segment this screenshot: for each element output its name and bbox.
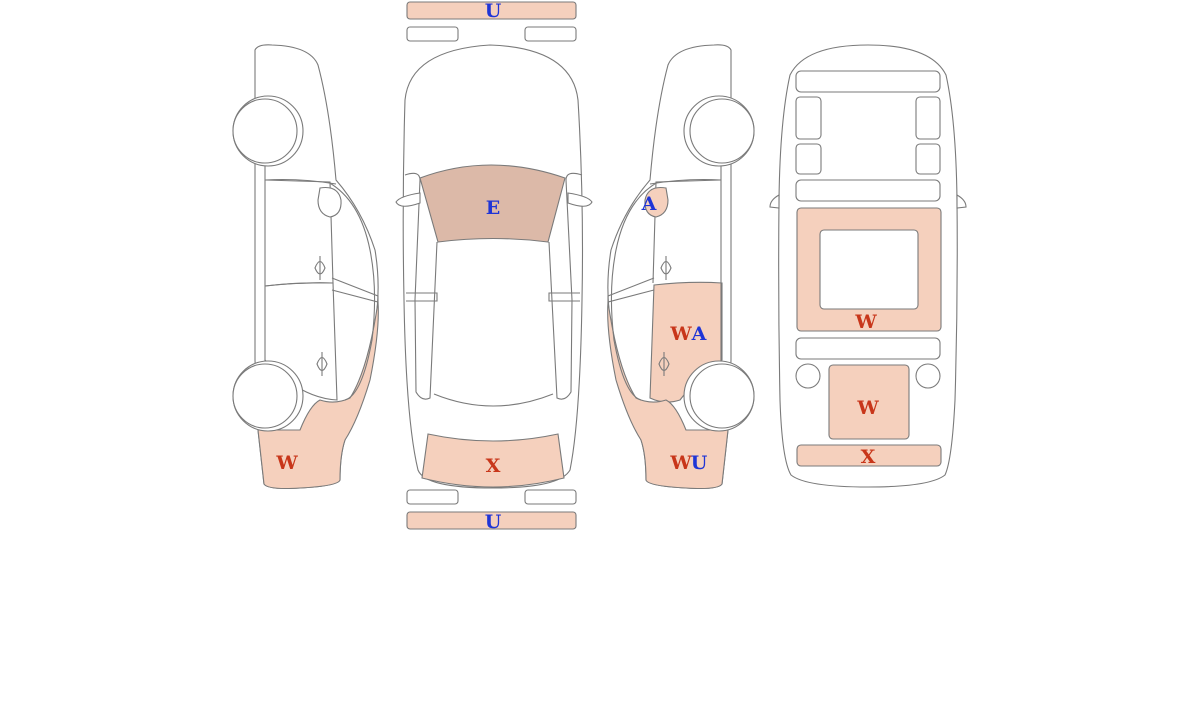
rear-roof-bar bbox=[795, 337, 941, 360]
left-rear-wheel bbox=[232, 363, 298, 429]
left-front-wheel bbox=[232, 98, 298, 164]
rear-bumper-bottom[interactable] bbox=[406, 511, 577, 530]
right-mirror[interactable] bbox=[644, 186, 669, 218]
right-side-strip bbox=[607, 277, 655, 303]
left-front-handle bbox=[314, 256, 326, 280]
right-rear-handle bbox=[658, 352, 670, 376]
damage-code-right-door-a: A bbox=[691, 323, 707, 345]
right-rear-roof-window bbox=[915, 143, 941, 175]
rear-right-mirror bbox=[956, 194, 967, 209]
front-right-headlight bbox=[524, 26, 577, 42]
damage-code-rear-back: X bbox=[861, 446, 876, 468]
damage-code-rear-bumper: U bbox=[485, 511, 502, 533]
rear-left-mirror bbox=[769, 194, 780, 209]
windshield[interactable] bbox=[419, 164, 566, 243]
damage-code-right-mirror: A bbox=[641, 193, 657, 215]
damage-code-rear-top: X bbox=[486, 455, 501, 477]
left-rear-quarter-panel[interactable] bbox=[257, 301, 379, 490]
right-front-door bbox=[652, 179, 722, 284]
damage-code-roof: W bbox=[854, 311, 877, 333]
damage-code-trunk: W bbox=[856, 397, 879, 419]
rear-roof-view: W W X bbox=[769, 44, 967, 488]
front-bumper-top[interactable] bbox=[406, 1, 577, 20]
left-rear-light bbox=[795, 363, 821, 389]
top-hood-line-right bbox=[565, 172, 583, 181]
rear-window-top-view[interactable] bbox=[421, 433, 565, 488]
damage-code-right-door-w: W bbox=[669, 323, 692, 345]
right-rear-quarter-panel[interactable] bbox=[607, 301, 729, 490]
rear-left-taillight bbox=[406, 489, 459, 505]
right-front-pillar-edge bbox=[610, 181, 659, 401]
left-rear-roof-window bbox=[795, 143, 822, 175]
top-roof-rear bbox=[433, 393, 554, 407]
left-front-roof-window bbox=[795, 96, 822, 140]
top-left-mirror bbox=[395, 192, 421, 207]
damage-code-left-quarter: W bbox=[275, 452, 298, 474]
damage-code-front-bumper: U bbox=[485, 0, 502, 22]
left-side-view: W bbox=[232, 44, 379, 490]
top-right-door-strip bbox=[548, 292, 580, 302]
left-side-strip bbox=[331, 277, 379, 303]
top-hood-line-left bbox=[404, 172, 421, 181]
front-left-headlight bbox=[406, 26, 459, 42]
trunk-lid[interactable] bbox=[828, 364, 910, 440]
right-rear-light bbox=[915, 363, 941, 389]
front-roof-bar bbox=[795, 70, 941, 93]
rear-bumper-back[interactable] bbox=[796, 444, 942, 467]
top-view: U E X U bbox=[395, 0, 593, 533]
top-left-pillar bbox=[414, 179, 438, 400]
right-rear-wheel bbox=[689, 363, 755, 429]
damage-code-right-quarter-u: U bbox=[691, 452, 708, 474]
rear-right-taillight bbox=[524, 489, 577, 505]
left-mirror bbox=[317, 186, 342, 218]
left-front-pillar-edge bbox=[327, 181, 376, 401]
right-side-view: W A W U A bbox=[607, 44, 755, 490]
damage-code-right-quarter-w: W bbox=[669, 452, 692, 474]
damage-code-windshield: E bbox=[486, 197, 500, 219]
top-right-mirror bbox=[567, 192, 593, 207]
rear-body-outline bbox=[778, 44, 958, 488]
top-body-outline bbox=[402, 44, 584, 489]
top-left-door-strip bbox=[406, 292, 438, 302]
roof-sunroof bbox=[819, 229, 919, 310]
right-front-handle bbox=[660, 256, 672, 280]
right-front-wheel bbox=[689, 98, 755, 164]
middle-roof-bar bbox=[795, 179, 941, 202]
top-right-pillar bbox=[548, 179, 573, 400]
right-front-roof-window bbox=[915, 96, 941, 140]
left-rear-handle bbox=[316, 352, 328, 376]
